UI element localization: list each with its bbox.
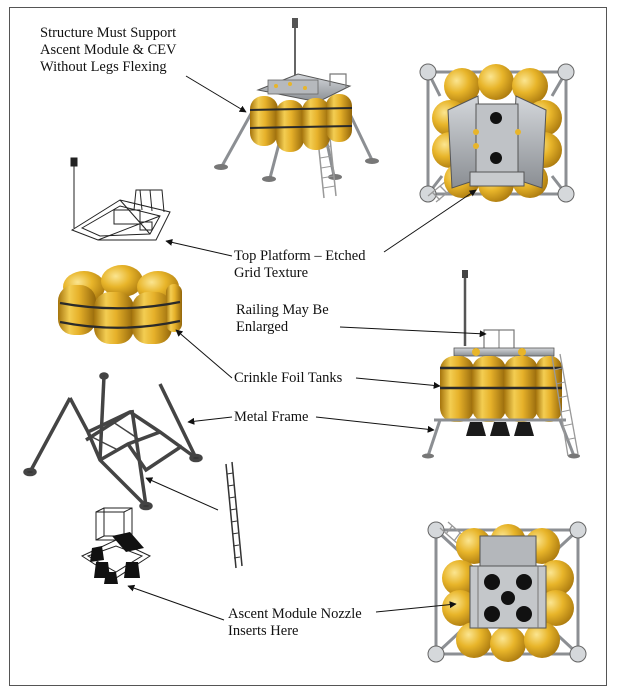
metal-frame	[23, 372, 203, 511]
arrow-frame-right	[315, 416, 435, 433]
lander-top-view-lower	[427, 521, 587, 663]
arrow-railing	[339, 326, 487, 338]
ladder-part	[225, 461, 243, 569]
label-tanks: Crinkle Foil Tanks	[234, 370, 343, 386]
lander-top-view-upper	[419, 63, 575, 203]
arrow-nozzle-right	[375, 601, 457, 613]
label-top-platform: Top Platform – Etched Grid Texture	[234, 248, 366, 281]
diagram-border	[9, 7, 607, 686]
arrow-tanks-right	[355, 377, 441, 389]
label-railing: Railing May Be Enlarged	[236, 302, 329, 335]
nozzle-frame	[80, 507, 152, 584]
arrow-frame-left	[187, 416, 233, 425]
arrow-structure	[185, 75, 247, 113]
lander-side-view	[422, 270, 580, 459]
lander-perspective-top	[214, 18, 379, 199]
callout-arrows	[127, 75, 487, 621]
arrow-platform-right	[383, 189, 477, 253]
label-structure: Structure Must Support Ascent Module & C…	[40, 25, 177, 75]
label-nozzle: Ascent Module Nozzle Inserts Here	[228, 606, 362, 639]
tank-cluster	[58, 265, 182, 344]
platform-wireframe	[70, 157, 171, 241]
arrow-nozzle-left	[127, 584, 225, 621]
label-metal-frame: Metal Frame	[234, 409, 309, 425]
arrow-ladder	[145, 477, 219, 511]
arrow-tanks-left	[175, 329, 233, 379]
arrow-platform-left	[165, 238, 233, 257]
